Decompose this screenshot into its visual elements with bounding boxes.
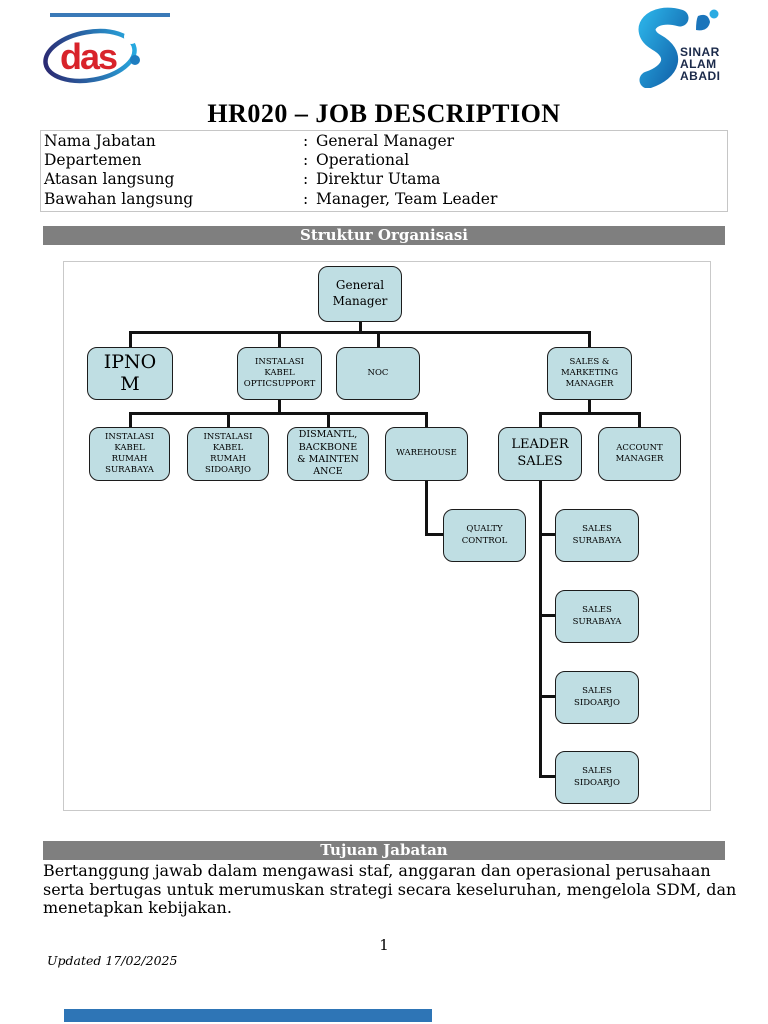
job-info-table: Nama Jabatan : General Manager Departeme… — [40, 130, 728, 212]
page-title: HR020 – JOB DESCRIPTION — [207, 99, 561, 128]
connector-line — [359, 322, 362, 333]
connector-line — [129, 412, 428, 415]
org-node-noc: NOC — [336, 347, 420, 400]
row-value: Operational — [316, 151, 410, 170]
connector-line — [129, 331, 591, 334]
sinar-alam-abadi-logo: SINAR ALAM ABADI — [628, 6, 733, 92]
connector-line — [638, 412, 641, 427]
org-node-dismantl-backbone-maintenance: DISMANTL, BACKBONE & MAINTENANCE — [287, 427, 369, 481]
org-node-sales-sidoarjo-2: SALES SIDOARJO — [555, 751, 639, 804]
section-header-struktur-organisasi: Struktur Organisasi — [43, 226, 725, 245]
saa-logo-s-swoosh — [638, 7, 689, 89]
connector-line — [129, 331, 132, 347]
row-label: Bawahan langsung — [44, 189, 194, 208]
connector-line — [539, 614, 555, 617]
org-node-general-manager: General Manager — [318, 266, 402, 322]
paragraph-line: Bertanggung jawab dalam mengawasi staf, … — [43, 861, 711, 880]
connector-line — [425, 412, 428, 427]
row-label: Atasan langsung — [44, 170, 175, 189]
org-chart: General Manager IPNO M INSTALASI KABEL O… — [63, 261, 711, 811]
connector-line — [588, 400, 591, 414]
table-row: Nama Jabatan : General Manager — [41, 132, 727, 151]
connector-line — [539, 481, 542, 778]
tujuan-jabatan-paragraph: Bertanggung jawab dalam mengawasi staf, … — [43, 861, 743, 918]
table-row: Departemen : Operational — [41, 151, 727, 170]
row-label: Nama Jabatan — [44, 132, 156, 150]
connector-line — [377, 331, 380, 347]
connector-line — [539, 695, 555, 698]
saa-logo-text-line2: ALAM — [680, 57, 717, 71]
connector-line — [539, 533, 555, 536]
org-node-sales-surabaya-1: SALES SURABAYA — [555, 509, 639, 562]
paragraph-line: menetapkan kebijakan. — [43, 898, 232, 917]
connector-line — [539, 412, 542, 427]
connector-line — [129, 412, 132, 427]
das-logo-graphic: das — [43, 13, 170, 84]
das-logo-dot — [130, 55, 140, 65]
row-value: General Manager — [316, 132, 455, 150]
connector-line — [425, 481, 428, 536]
saa-logo-comma — [696, 14, 710, 31]
connector-line — [588, 331, 591, 347]
das-logo: das — [28, 6, 178, 102]
saa-logo-text-line1: SINAR — [680, 45, 720, 59]
connector-line — [227, 412, 230, 427]
row-value: Manager, Team Leader — [316, 189, 498, 208]
org-node-instalasi-kabel-rumah-surabaya: INSTALASI KABEL RUMAH SURABAYA — [89, 427, 170, 481]
paragraph-line: serta bertugas untuk merumuskan strategi… — [43, 879, 737, 899]
row-colon: : — [303, 151, 309, 170]
table-row: Atasan langsung : Direktur Utama — [41, 170, 727, 189]
org-node-sales-marketing-manager: SALES & MARKETING MANAGER — [547, 347, 632, 400]
org-node-warehouse: WAREHOUSE — [385, 427, 468, 481]
connector-line — [539, 775, 555, 778]
org-node-leader-sales: LEADER SALES — [498, 427, 582, 481]
org-node-sales-surabaya-2: SALES SURABAYA — [555, 590, 639, 643]
org-node-instalasi-kabel-opticsupport: INSTALASI KABEL OPTICSUPPORT — [237, 347, 322, 400]
table-row: Bawahan langsung : Manager, Team Leader — [41, 190, 727, 209]
das-logo-topline — [50, 13, 170, 17]
row-colon: : — [303, 189, 309, 208]
saa-logo-text-line3: ABADI — [680, 69, 721, 83]
das-logo-text: das — [60, 36, 117, 77]
row-value: Direktur Utama — [316, 170, 441, 189]
org-node-ipnom: IPNO M — [87, 347, 173, 400]
org-node-qualty-control: QUALTY CONTROL — [443, 509, 526, 562]
saa-logo-graphic: SINAR ALAM ABADI — [638, 7, 721, 89]
connector-line — [539, 412, 641, 415]
connector-line — [327, 412, 330, 427]
org-node-sales-sidoarjo-1: SALES SIDOARJO — [555, 671, 639, 724]
section-header-tujuan-jabatan: Tujuan Jabatan — [43, 841, 725, 860]
saa-logo-dot — [709, 9, 719, 19]
connector-line — [278, 331, 281, 347]
connector-line — [425, 533, 443, 536]
row-colon: : — [303, 170, 309, 189]
page-number: 1 — [379, 936, 389, 954]
updated-date: Updated 17/02/2025 — [47, 953, 178, 968]
org-node-instalasi-kabel-rumah-sidoarjo: INSTALASI KABEL RUMAH SIDOARJO — [187, 427, 269, 481]
row-label: Departemen — [44, 151, 142, 170]
row-colon: : — [303, 132, 309, 150]
org-node-account-manager: ACCOUNT MANAGER — [598, 427, 681, 481]
next-page-header-strip — [64, 1009, 432, 1022]
connector-line — [278, 400, 281, 414]
